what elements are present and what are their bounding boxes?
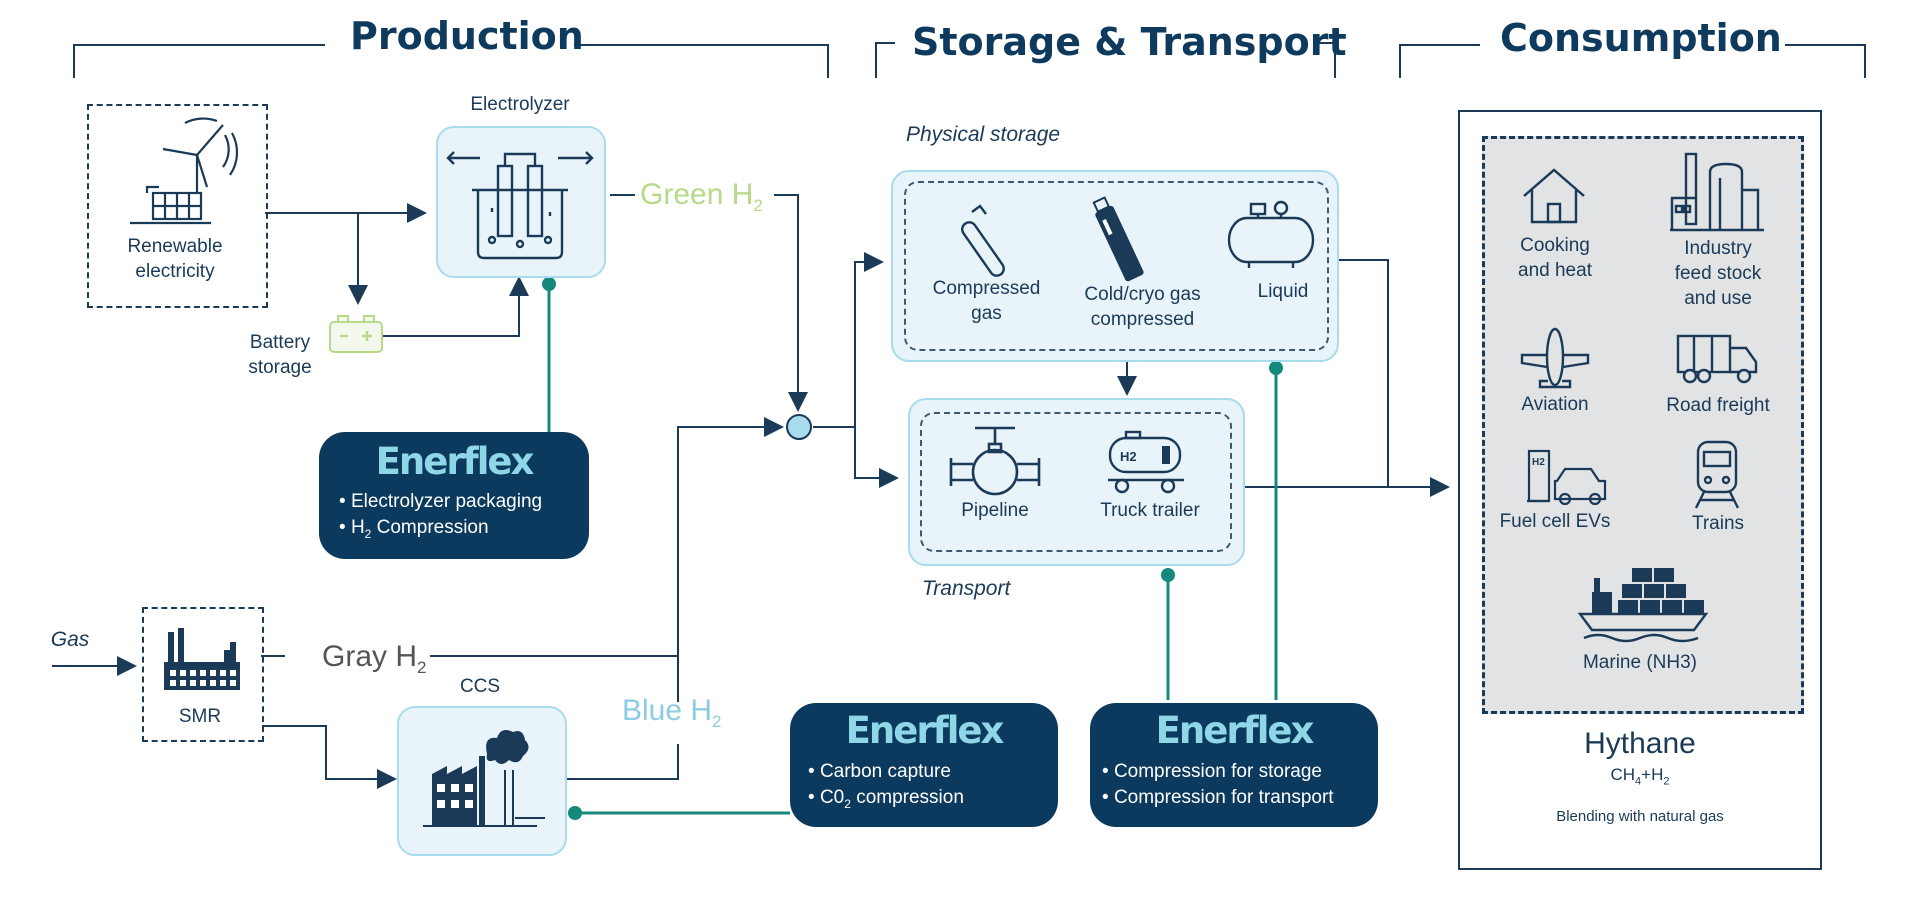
enerflex-ccs-box: Enerflex • Carbon capture • C02 compress… xyxy=(790,703,1058,827)
blue-h2-label: Blue H2 xyxy=(622,694,722,731)
ccs-label: CCS xyxy=(459,676,501,697)
enerflex-logo: Enerflex xyxy=(1155,709,1315,752)
transport-inner xyxy=(920,412,1232,552)
enerflex-storage-box: Enerflex • Compression for storage • Com… xyxy=(1090,703,1378,827)
gray-h2-label: Gray H2 xyxy=(322,640,427,677)
green-h2-label: Green H2 xyxy=(640,178,763,215)
truck-trailer-icon: H2 xyxy=(1108,430,1184,494)
cryo-gas-label: Cold/cryo gas compressed xyxy=(1084,284,1201,330)
gas-label: Gas xyxy=(50,628,90,651)
cryo-gas-cylinder-icon xyxy=(1092,196,1144,282)
cooking-heat-label: Cooking and heat xyxy=(1518,235,1592,281)
trains-label: Trains xyxy=(1691,513,1745,534)
pipeline-label: Pipeline xyxy=(961,500,1029,521)
ccs-factory-icon xyxy=(423,730,545,827)
transport-box xyxy=(908,398,1245,566)
physical-storage-title: Physical storage xyxy=(906,123,1061,146)
consumption-panel xyxy=(1458,110,1822,870)
train-icon xyxy=(1694,440,1740,509)
hythane-label: Hythane xyxy=(1584,727,1696,760)
road-freight-truck-icon xyxy=(1676,334,1758,384)
transport-title: Transport xyxy=(922,577,1011,600)
marine-ship-icon xyxy=(1577,568,1709,643)
renewable-electricity-box xyxy=(87,104,268,308)
aviation-label: Aviation xyxy=(1521,394,1589,415)
battery-icon xyxy=(329,315,383,353)
fuel-cell-evs-label: Fuel cell EVs xyxy=(1499,511,1611,532)
aviation-icon xyxy=(1520,327,1590,389)
enerflex-service-list: • Compression for storage • Compression … xyxy=(1102,761,1334,808)
enerflex-service-list: • Electrolyzer packaging • H2 Compressio… xyxy=(339,491,543,541)
pipeline-valve-icon xyxy=(949,426,1041,496)
road-freight-label: Road freight xyxy=(1666,395,1770,416)
smr-label: SMR xyxy=(178,706,222,727)
compressed-gas-cylinder-icon xyxy=(961,204,1005,277)
section-title-storage-transport: Storage & Transport xyxy=(912,20,1347,64)
fuel-cell-h2-text: H2 xyxy=(1532,457,1545,468)
consumption-uses-box xyxy=(1482,136,1804,714)
house-icon xyxy=(1523,168,1585,224)
enerflex-logo: Enerflex xyxy=(375,440,535,483)
physical-storage-inner xyxy=(904,181,1329,351)
industry-icon xyxy=(1670,152,1764,232)
battery-storage-label: Battery storage xyxy=(248,332,312,378)
industry-label: Industry feed stock and use xyxy=(1674,238,1762,309)
hythane-formula: CH4+H2 xyxy=(1610,765,1670,788)
fuel-cell-ev-icon: H2 xyxy=(1527,449,1607,506)
section-title-production: Production xyxy=(350,14,584,58)
compressed-gas-label: Compressed gas xyxy=(932,278,1041,324)
electrolyzer-icon xyxy=(446,151,594,260)
marine-label: Marine (NH3) xyxy=(1582,652,1698,673)
truck-trailer-label: Truck trailer xyxy=(1100,500,1200,521)
physical-storage-box xyxy=(891,170,1339,362)
smr-box xyxy=(142,607,264,742)
blending-label: Blending with natural gas xyxy=(1556,808,1724,825)
liquid-tank-icon xyxy=(1227,200,1315,268)
renewable-electricity-label: Renewable electricity xyxy=(127,236,223,282)
electrolyzer-box xyxy=(436,126,606,278)
wind-turbine-solar-icon xyxy=(130,117,239,225)
truck-tank-h2-text: H2 xyxy=(1120,449,1137,464)
section-title-consumption: Consumption xyxy=(1500,16,1782,60)
enerflex-electrolyzer-box: Enerflex • Electrolyzer packaging • H2 C… xyxy=(319,432,589,559)
enerflex-service-list: • Carbon capture • C02 compression xyxy=(808,761,964,811)
enerflex-logo: Enerflex xyxy=(845,709,1005,752)
liquid-label: Liquid xyxy=(1257,281,1309,302)
electrolyzer-label: Electrolyzer xyxy=(470,94,570,115)
smr-factory-icon xyxy=(164,628,240,690)
